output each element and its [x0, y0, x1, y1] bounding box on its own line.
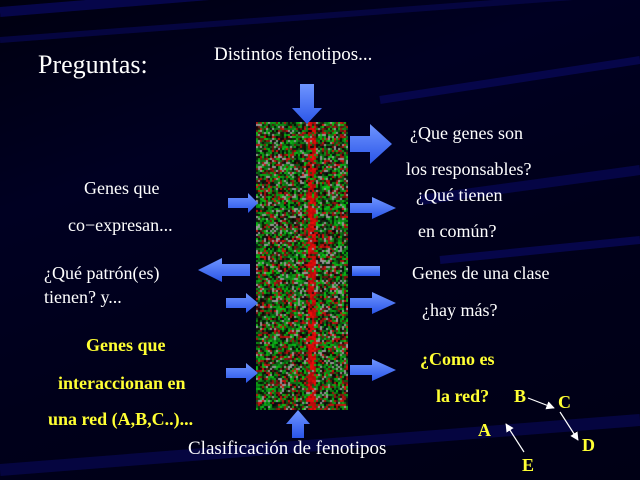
top-caption: Distintos fenotipos...	[214, 44, 373, 65]
class-text-line1: Genes de una clase	[412, 263, 550, 283]
arrow-right-responsible	[350, 124, 392, 164]
arrow-left-pattern	[198, 258, 250, 282]
arrow-right-common	[350, 197, 396, 219]
arrow-into-heatmap-mid	[226, 293, 258, 313]
responsible-text-line2: los responsables?	[406, 159, 532, 179]
expression-heatmap	[256, 122, 348, 410]
common-text-line2: en común?	[418, 221, 497, 241]
arrow-bottom-up	[286, 410, 310, 438]
responsible-text-line1: ¿Que genes son	[410, 123, 523, 143]
pattern-text-line2: tienen? y...	[44, 287, 122, 307]
pattern-text-line1: ¿Qué patrón(es)	[44, 263, 160, 283]
edge-c-d	[559, 411, 579, 441]
edge-b-c	[527, 397, 555, 410]
network-question-line2: la red?	[436, 386, 490, 406]
arrow-into-heatmap-low	[226, 363, 258, 383]
network-text-line2: interaccionan en	[58, 373, 186, 393]
node-b: B	[514, 386, 527, 406]
coexpress-text-line2: co−expresan...	[68, 215, 173, 235]
arrow-left-coexpress-top	[228, 193, 258, 213]
common-text-line1: ¿Qué tienen	[416, 185, 503, 205]
network-text-line3: una red (A,B,C..)...	[48, 409, 194, 429]
node-c: C	[558, 392, 571, 412]
arrow-top-down	[292, 84, 322, 124]
bottom-caption: Clasificación de fenotipos	[188, 438, 387, 459]
network-text-line1: Genes que	[86, 335, 166, 355]
node-e: E	[522, 455, 535, 475]
coexpress-text-line1: Genes que	[84, 178, 160, 198]
slide-title: Preguntas:	[38, 50, 148, 79]
arrow-right-more	[350, 292, 396, 314]
class-text-line2: ¿hay más?	[422, 300, 498, 320]
node-a: A	[478, 420, 491, 440]
arrow-right-class	[352, 266, 380, 276]
node-d: D	[582, 435, 595, 455]
network-question-line1: ¿Como es	[420, 349, 495, 369]
arrow-right-network	[350, 359, 396, 381]
edge-e-a	[505, 423, 525, 453]
